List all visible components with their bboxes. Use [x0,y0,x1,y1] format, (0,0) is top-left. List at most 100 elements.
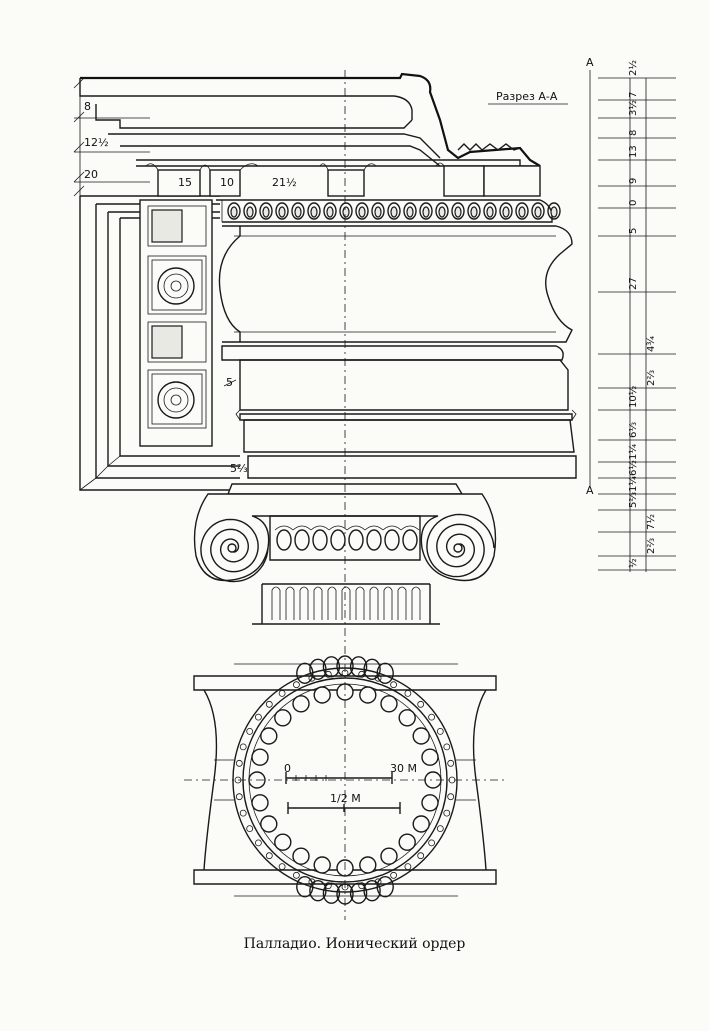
dimension-label: 2⅔ [646,538,657,554]
ring-bead [246,728,254,735]
flute-top [355,586,365,591]
flute-scallop [260,727,278,745]
egg-ornament [371,202,385,220]
volute-right [426,513,495,578]
dimension-label: 8 [628,130,639,136]
egg-core [422,206,430,218]
egg-core [374,206,382,218]
egg-ornament [275,202,289,220]
egg-core [438,206,446,218]
egg-core [406,206,414,218]
egg-core [342,206,350,218]
ring-bead [292,871,300,879]
ring-bead [235,759,243,767]
flute-scallop [359,856,377,874]
egg-ornament [307,202,321,220]
volute-spiral [426,513,495,578]
soffit-panel [79,195,240,491]
flute-line [271,590,281,620]
ring-bead [239,743,247,751]
egg-ornament [243,202,257,220]
plan-egg [322,656,341,678]
flute-scallop [412,815,430,833]
egg-core [534,206,542,218]
architrave [221,345,577,479]
egg-core [262,206,270,218]
plan-egg [349,656,368,678]
egg-ornament [467,202,481,220]
ring-bead [265,700,273,708]
dimension-label: ½ [627,558,639,568]
ring-bead [447,759,455,767]
ring-bead [436,825,444,832]
section-label: Разрез А-А [496,90,558,103]
flute-top [285,586,295,591]
flute-scallop [412,727,430,745]
ring-bead [443,809,451,817]
volute-eye [227,543,237,553]
dimension-label: 5 [628,228,639,234]
flute-scallop [380,695,398,713]
leaf-ornament [364,525,384,531]
egg-ornament [227,202,241,220]
flute-top [327,586,337,591]
plan-egg-ornament [234,655,456,905]
flute-top [271,586,281,591]
dimension-label: 4¾ [646,336,657,352]
scale-zero-label: 0 [284,762,291,775]
ring-bead [417,852,425,860]
egg-ornament [384,529,400,551]
plan-egg [349,882,368,904]
ring-bead [239,809,247,817]
dimension-label: 1¼ [627,476,639,492]
flute-scallop [251,794,269,812]
ring-bead [265,852,273,860]
egg-core [326,206,334,218]
plan-egg [363,658,381,680]
flute-top [369,586,379,591]
egg-core [390,206,398,218]
section-marker-bottom: А [586,484,594,497]
ring-bead [292,681,300,689]
flute-line [383,590,393,620]
ring-bead [246,825,254,832]
dimension-label: 3½ [627,100,639,116]
flute-scallop [421,794,439,812]
flute-scallops [248,683,442,877]
ring-bead [235,793,243,801]
flute-line [285,590,295,620]
ring-bead [390,871,398,879]
flute-scallop [313,856,331,874]
egg-ornament [355,202,369,220]
egg-ornament [451,202,465,220]
dim-small-2: 5⅔ [230,462,248,475]
flute-top [397,586,407,591]
dimension-label: 9 [628,178,639,184]
leaf-ornament [328,525,348,531]
leaf-ornament [400,525,420,531]
egg-ornament [515,202,529,220]
dimension-label: 13 [628,145,639,158]
egg-ornament [483,202,497,220]
column-flutes [271,586,421,620]
egg-ornament [323,202,337,220]
egg-ornament [348,529,364,551]
egg-core [550,206,558,218]
dim-left-2: 12½ [84,136,109,149]
plan-egg [296,876,314,898]
dimension-label: 7 [628,92,639,98]
left-dimensions: 8 12½ 20 15 10 21½ 5 5⅔ [73,77,297,475]
flute-scallop [260,815,278,833]
ring-bead [417,700,425,708]
leaf-ornament [382,525,402,531]
capital-egg-row [274,525,420,551]
flute-top [299,586,309,591]
flute-scallop [359,686,377,704]
ring-bead [404,863,412,870]
flute-scallop [398,833,416,851]
egg-core [294,206,302,218]
egg-ornament [291,202,305,220]
ring-bead [254,839,262,847]
dim-left-3: 20 [84,168,98,181]
plan-egg [309,880,327,902]
